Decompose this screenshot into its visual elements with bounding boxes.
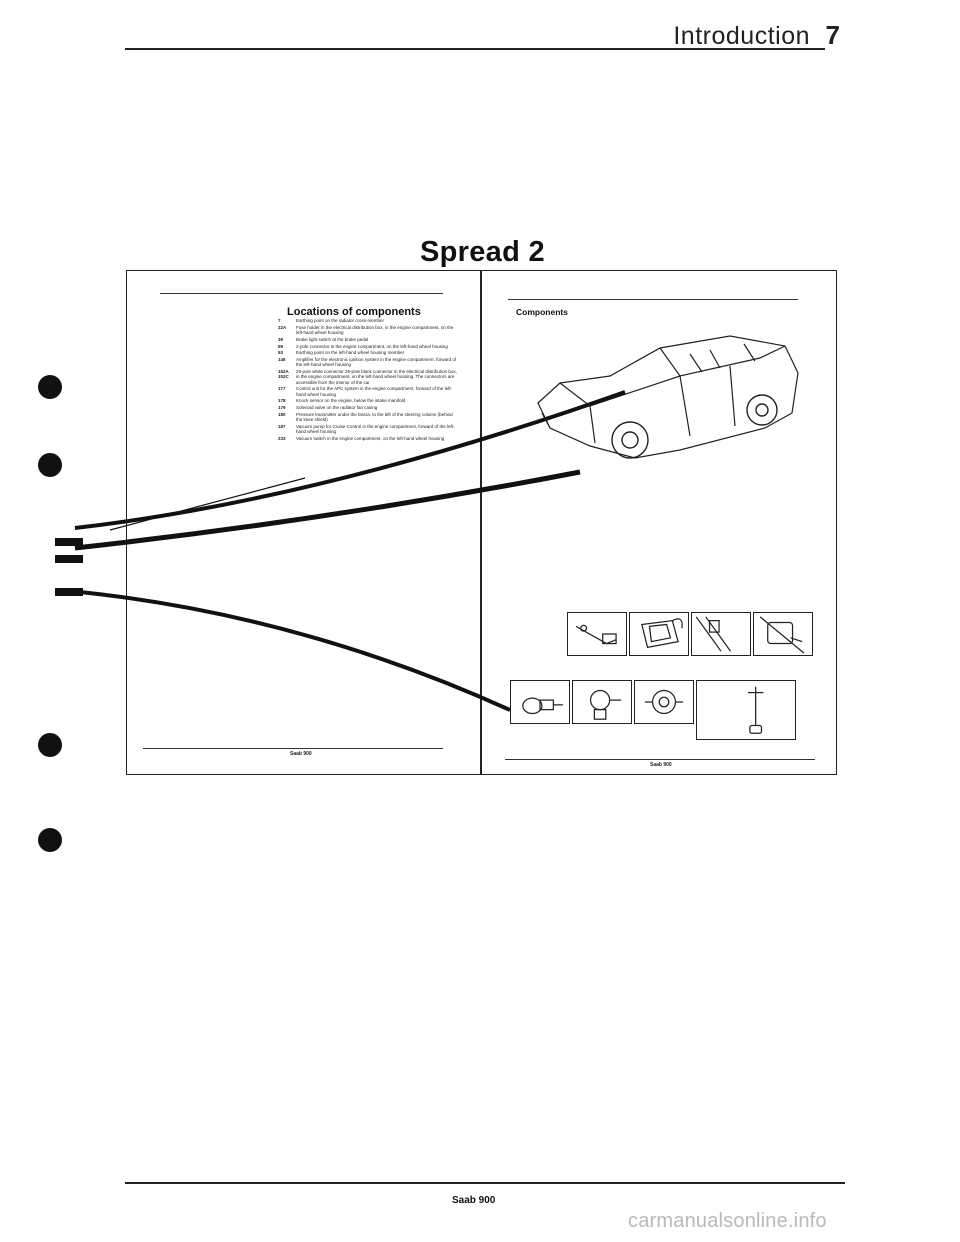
location-item: 187 Vacuum pump for Cruise Control in the… bbox=[278, 424, 458, 434]
car-illustration bbox=[537, 335, 799, 459]
component-thumb-5 bbox=[510, 680, 570, 724]
location-number: 152A 152C bbox=[278, 369, 289, 380]
location-item: 22A Fuse holder in the electrical distrib… bbox=[278, 325, 458, 335]
harness-bundle-icon bbox=[55, 538, 83, 546]
right-page-footer-rule bbox=[505, 759, 815, 760]
location-description: Control unit for the APC system in the e… bbox=[296, 386, 453, 397]
location-item: 93 Earthing point on the left-hand wheel … bbox=[278, 350, 458, 355]
header-title: Introduction bbox=[673, 22, 810, 50]
left-page-footer-rule bbox=[143, 748, 443, 749]
pressure-switch-icon bbox=[644, 689, 684, 715]
harness-bundle-icon bbox=[55, 588, 83, 596]
location-description: Vacuum pump for Cruise Control in the en… bbox=[296, 423, 455, 435]
right-page-footer: Saab 900 bbox=[650, 762, 672, 768]
location-number: 59 bbox=[278, 343, 284, 349]
location-description: Fuse holder in the electrical distributi… bbox=[296, 324, 454, 335]
component-thumb-4 bbox=[753, 612, 813, 656]
location-item: 180 Pressure transmitter under the fascia… bbox=[278, 412, 458, 422]
watermark: carmanualsonline.info bbox=[628, 1210, 827, 1232]
spread-divider bbox=[480, 271, 482, 774]
location-description: Earthing point on the left-hand wheel ho… bbox=[296, 350, 405, 356]
location-number: 180 bbox=[278, 411, 286, 417]
location-number: 39 bbox=[278, 336, 284, 342]
harness-bundle-icon bbox=[55, 555, 83, 563]
component-thumb-1 bbox=[567, 612, 627, 656]
location-number: 7 bbox=[278, 318, 281, 323]
location-description: Amplifier for the electronic ignition sy… bbox=[296, 357, 457, 368]
location-description: Brake light switch at the brake pedal bbox=[296, 336, 369, 342]
location-number: 93 bbox=[278, 350, 284, 356]
location-description: Vacuum switch in the engine compartment,… bbox=[296, 435, 445, 441]
location-item: 177 Control unit for the APC system in th… bbox=[278, 386, 458, 396]
sensor-bracket-icon bbox=[575, 624, 617, 645]
location-number: 177 bbox=[278, 386, 286, 392]
location-number: 22A bbox=[278, 324, 287, 330]
component-thumb-6 bbox=[572, 680, 632, 724]
vacuum-valve-icon bbox=[747, 686, 764, 734]
locations-list: 7 Earthing point on the radiator cross-me… bbox=[278, 318, 458, 443]
location-description: Knock sensor on the engine, below the in… bbox=[296, 398, 406, 404]
ignition-module-icon bbox=[641, 618, 683, 649]
locations-heading: Locations of components bbox=[287, 306, 421, 318]
location-description: 2-pole connector in the engine compartme… bbox=[296, 343, 448, 349]
location-number: 178 bbox=[278, 398, 286, 404]
component-thumb-8 bbox=[696, 680, 796, 740]
control-unit-icon bbox=[695, 616, 732, 652]
left-page-footer: Saab 900 bbox=[290, 751, 312, 757]
location-description: Solenoid valve on the radiator fan casin… bbox=[296, 405, 378, 411]
location-description: 29-pole white connector 29-pole black co… bbox=[296, 369, 457, 385]
location-description: Earthing point on the radiator cross-mem… bbox=[296, 318, 385, 323]
component-thumb-3 bbox=[691, 612, 751, 656]
location-item: 178 Knock sensor on the engine, below the… bbox=[278, 398, 458, 403]
component-thumb-2 bbox=[629, 612, 689, 656]
location-item: 7 Earthing point on the radiator cross-me… bbox=[278, 318, 458, 323]
location-number: 179 bbox=[278, 405, 286, 411]
location-item: 59 2-pole connector in the engine compart… bbox=[278, 344, 458, 349]
location-item: 179 Solenoid valve on the radiator fan ca… bbox=[278, 405, 458, 410]
connector-plug-icon bbox=[759, 616, 805, 654]
binder-hole-icon bbox=[38, 375, 62, 399]
binder-hole-icon bbox=[38, 453, 62, 477]
header-rule bbox=[125, 48, 825, 50]
location-number: 187 bbox=[278, 423, 286, 429]
relay-icon bbox=[589, 689, 622, 720]
left-page-rule bbox=[160, 293, 443, 294]
location-description: Pressure transmitter under the fascia, t… bbox=[296, 411, 453, 423]
page-number: 7 bbox=[825, 20, 840, 50]
location-number: 146 bbox=[278, 357, 286, 363]
spread-title: Spread 2 bbox=[420, 236, 545, 268]
brake-switch-icon bbox=[522, 697, 563, 715]
component-thumb-7 bbox=[634, 680, 694, 724]
right-page-rule bbox=[508, 299, 798, 300]
location-item: 146 Amplifier for the electronic ignition… bbox=[278, 357, 458, 367]
footer-rule bbox=[125, 1182, 845, 1184]
location-item: 233 Vacuum switch in the engine compartme… bbox=[278, 436, 458, 441]
components-heading: Components bbox=[516, 307, 568, 317]
binder-hole-icon bbox=[38, 828, 62, 852]
location-item: 39 Brake light switch at the brake pedal bbox=[278, 337, 458, 342]
binder-hole-icon bbox=[38, 733, 62, 757]
location-number: 233 bbox=[278, 435, 286, 441]
footer-model: Saab 900 bbox=[452, 1195, 496, 1206]
location-item: 152A 152C 29-pole white connector 29-pole… bbox=[278, 369, 458, 385]
